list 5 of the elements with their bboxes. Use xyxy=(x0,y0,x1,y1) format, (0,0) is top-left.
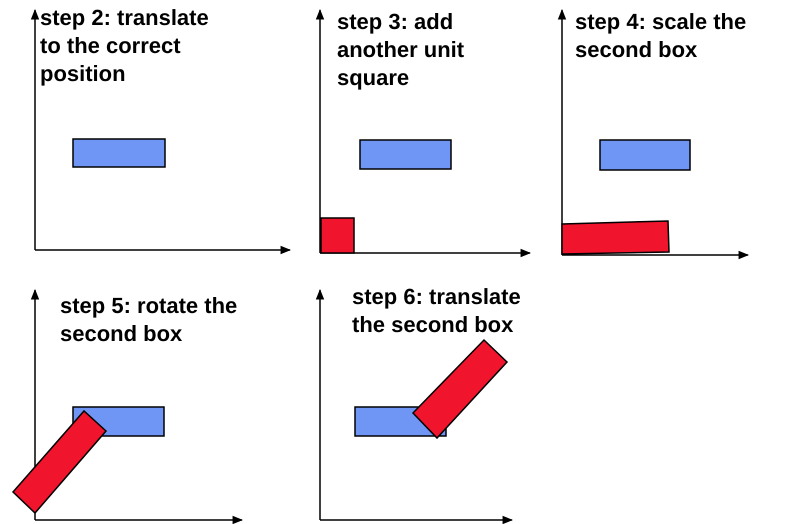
step-caption: step 5: rotate the second box xyxy=(60,292,238,348)
step-caption: step 6: translate the second box xyxy=(352,283,522,339)
step-caption: step 3: add another unit square xyxy=(337,8,466,92)
step-caption: step 4: scale the second box xyxy=(575,8,748,64)
step-caption: step 2: translate to the correct position xyxy=(40,4,210,88)
